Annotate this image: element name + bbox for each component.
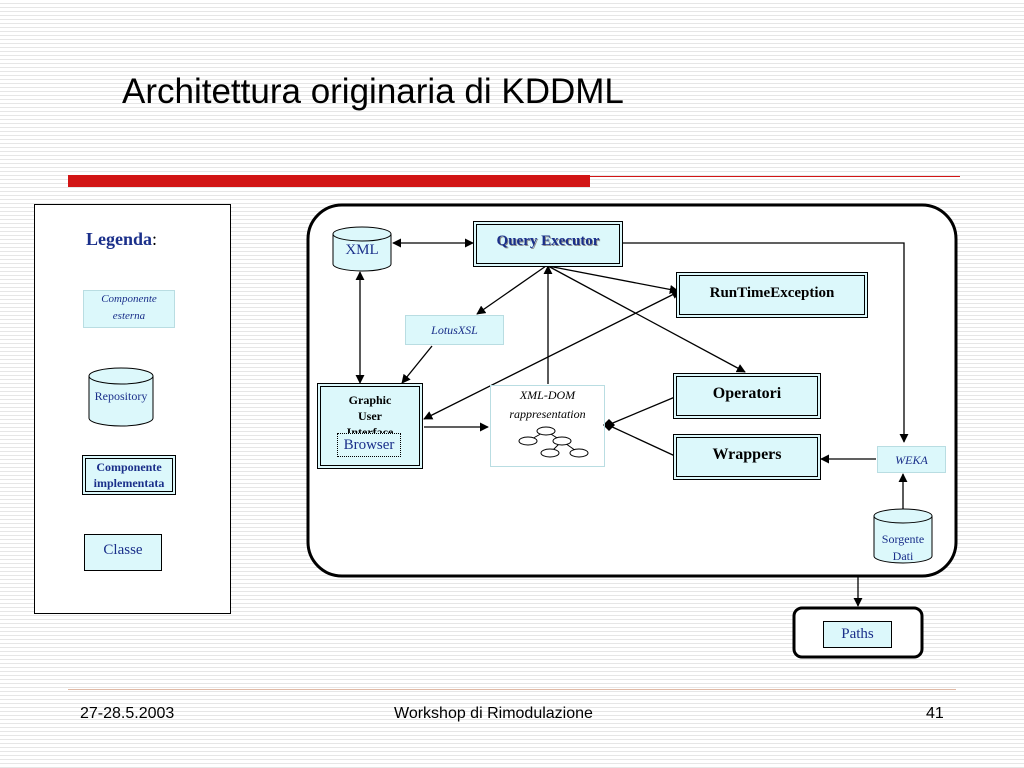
gui-line2: User [358,409,382,423]
dom-tree-icon [518,426,589,458]
legend-class: Classe [84,534,162,571]
xml-label: XML [345,242,379,258]
gui-line1: Graphic [348,393,392,407]
arrow-lotusxsl-gui [401,345,433,384]
legend-implemented-line1: Componente [96,460,162,474]
title-underline-bar [68,175,590,187]
diamond-xmldom [603,419,615,431]
sorgente-dati-shape [873,508,933,564]
arrow-runtimeexception-gui [423,290,681,420]
xml-dom-line1: XML-DOM [519,388,576,402]
browser-box: Browser [337,433,401,457]
legend-colon: : [152,229,158,249]
legend-title: Legenda: [86,229,157,250]
weka-label: WEKA [895,453,928,467]
legend-external-line1: Componente [101,293,157,305]
weka-box: WEKA [877,446,946,473]
wrappers-label: Wrappers [712,446,782,463]
legend-external-component: Componente esterna [83,290,175,328]
legend-repository-shape [88,367,154,427]
browser-label: Browser [343,437,395,453]
xml-dom-line2: rappresentation [509,407,586,421]
legend-external-line2: esterna [112,310,146,322]
xml-dom-box: XML-DOM rappresentation [490,385,605,467]
legend-repository-label: Repository [94,389,148,403]
slide-title: Architettura originaria di KDDML [122,72,624,111]
arrow-queryexecutor-weka [622,242,909,443]
lotusxsl-box: LotusXSL [405,315,504,345]
runtime-exception-label: RunTimeException [709,285,835,301]
sorgente-line2: Dati [892,549,914,563]
legend-heading: Legenda [86,229,153,249]
lotusxsl-label: LotusXSL [431,323,478,337]
footer-event: Workshop di Rimodulazione [394,705,593,722]
footer-page-number: 41 [926,705,944,722]
query-executor-label: Query Executor [496,233,600,249]
paths-box: Paths [823,621,892,648]
line-operatori-xmldom [607,396,676,426]
paths-label: Paths [841,626,874,642]
arrow-queryexecutor-runtimeexception [547,265,679,294]
title-underline-line [590,176,960,177]
legend-implemented-component: Componente implementata [85,458,173,492]
xml-repository-shape [332,226,392,272]
footer-date: 27-28.5.2003 [80,705,175,722]
line-wrappers-xmldom [607,424,676,457]
sorgente-line1: Sorgente [881,532,925,546]
legend-implemented-line2: implementata [93,476,165,490]
sorgente-dati-label: Sorgente Dati [872,531,934,565]
operatori-box: Operatori [676,376,818,416]
query-executor-box: Query Executor [476,224,620,264]
runtime-exception-box: RunTimeException [679,275,865,315]
operatori-label: Operatori [712,385,782,402]
wrappers-box: Wrappers [676,437,818,477]
footer-divider [68,689,956,690]
